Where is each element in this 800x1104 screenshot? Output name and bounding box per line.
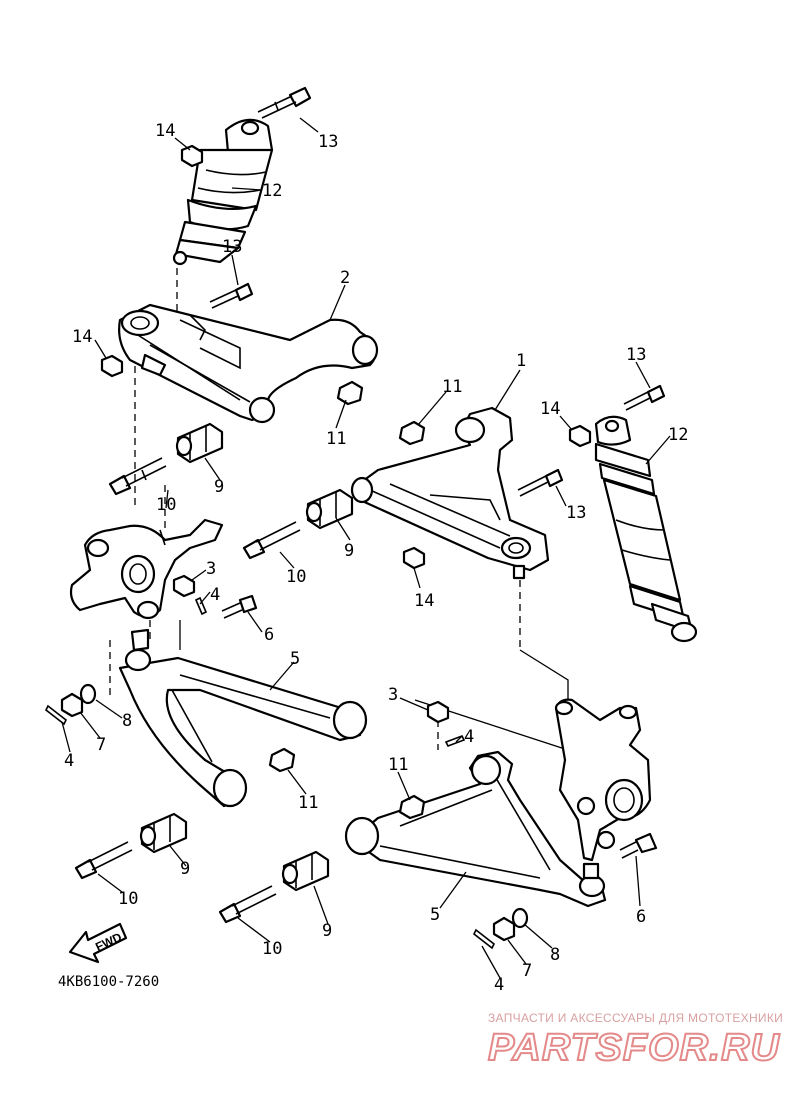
cotter-pin-4-lower-left [44,704,68,726]
fwd-label: FWD [93,930,124,954]
callout-7: 7 [522,961,532,981]
bushing-9-upper-right [305,488,354,530]
callout-8: 8 [122,711,132,731]
callout-labels: 13 14 12 13 2 14 11 9 10 1 11 13 14 12 1… [64,121,688,995]
callout-9: 9 [214,477,224,497]
bolt-10-upper-right [242,521,301,560]
callout-6: 6 [636,907,646,927]
cap-11-lower-right [398,794,426,820]
bolt-10-upper-left [108,457,167,496]
washer-8-left [79,683,97,705]
nut-14-upper-right [402,546,426,570]
nut-14-upper-arm [100,354,124,378]
shock-absorber-left [172,118,274,266]
callout-11: 11 [442,377,462,397]
cap-11-upper-right [398,420,426,446]
callout-11: 11 [388,755,408,775]
watermark-brand: PARTSFOR.RU [488,1027,781,1069]
cap-11-lower-left [268,747,296,773]
nut-14-right-shock [568,424,592,448]
bolt-6-left [221,594,258,619]
callout-4: 4 [64,751,74,771]
nut-7-left [60,692,84,718]
callout-10: 10 [262,939,282,959]
steering-knuckle-right [554,698,652,862]
callout-14: 14 [540,399,560,419]
callout-13: 13 [626,345,646,365]
nut-14-top [180,144,204,168]
callout-12: 12 [668,425,688,445]
callout-7: 7 [96,735,106,755]
cotter-pin-4-right [444,734,466,748]
callout-5: 5 [430,905,440,925]
cotter-pin-4-left [194,596,208,616]
lower-arm-left [118,628,368,808]
bolt-10-lower-right [218,885,277,924]
bolt-13-upper-arm [209,282,254,309]
callout-10: 10 [118,889,138,909]
callout-11: 11 [298,793,318,813]
cap-11-upper-arm [336,380,364,406]
bolt-10-lower-left [74,841,133,880]
upper-arm-right [350,406,550,580]
callout-13: 13 [566,503,586,523]
callout-5: 5 [290,649,300,669]
bolt-13-right-shock [623,384,666,411]
callout-12: 12 [262,181,282,201]
nut-7-right [492,916,516,942]
callout-13: 13 [222,237,242,257]
callout-14: 14 [155,121,175,141]
bushing-9-lower-left [139,812,188,854]
callout-10: 10 [156,495,176,515]
callout-8: 8 [550,945,560,965]
callout-14: 14 [414,591,434,611]
washer-8-right [511,907,529,929]
callout-1: 1 [516,351,526,371]
watermark-tagline: ЗАПЧАСТИ И АКСЕССУАРЫ ДЛЯ МОТОТЕХНИКИ [488,1011,783,1025]
callout-4: 4 [494,975,504,995]
callout-4: 4 [464,727,474,747]
fwd-arrow-icon: FWD [68,922,128,964]
callout-6: 6 [264,625,274,645]
nut-3-right [426,700,450,724]
bolt-13-upper-right [517,468,564,497]
shock-absorber-right [594,415,698,643]
lower-arm-right [344,750,607,908]
callout-13: 13 [318,132,338,152]
cotter-pin-4-lower-right [472,928,496,950]
callout-9: 9 [322,921,332,941]
watermark: ЗАПЧАСТИ И АКСЕССУАРЫ ДЛЯ МОТОТЕХНИКИ PA… [487,1011,783,1070]
bolt-13-top [257,86,312,119]
callout-14: 14 [72,327,92,347]
nut-3-left [172,574,196,598]
bushing-9-upper-left [175,422,224,464]
callout-3: 3 [206,559,216,579]
bushing-9-lower-right [281,850,330,892]
leader-lines [61,117,671,979]
upper-arm-left [118,303,379,424]
bolt-6-right [619,832,658,859]
callout-3: 3 [388,685,398,705]
diagram-code: 4KB6100-7260 [58,974,159,990]
callout-10: 10 [286,567,306,587]
steering-knuckle-left [69,518,224,620]
callout-9: 9 [180,859,190,879]
callout-9: 9 [344,541,354,561]
callout-11: 11 [326,429,346,449]
callout-4: 4 [210,585,220,605]
callout-2: 2 [340,268,350,288]
